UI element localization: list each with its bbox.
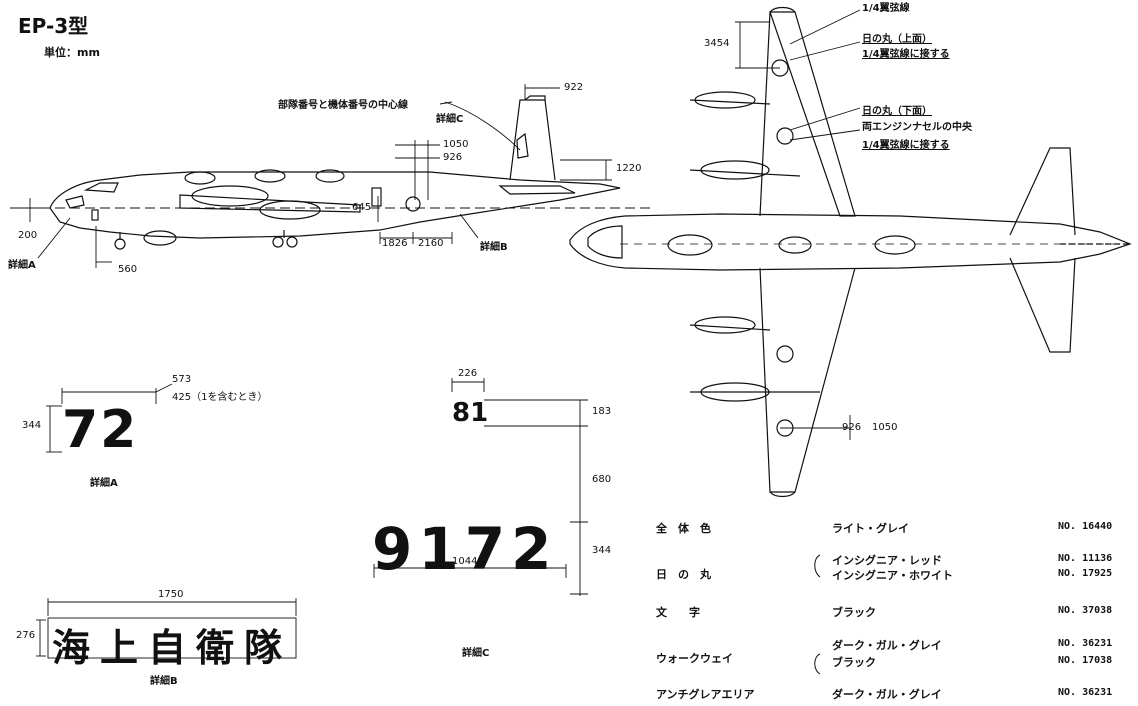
- dim-200: 200: [18, 230, 38, 241]
- detail-c-big-number: 9172: [372, 515, 558, 583]
- color-item-2: 日 の 丸: [656, 568, 711, 581]
- detail-a-height: 344: [22, 420, 42, 431]
- upper-roundel-label: 日の丸（上面）: [862, 34, 932, 45]
- page-title: EP-3型: [18, 14, 89, 38]
- dim-1050: 1050: [443, 139, 469, 150]
- color-number-1: NO. 16440: [1058, 521, 1113, 532]
- detail-c-dim-183: 183: [592, 406, 612, 417]
- color-value-2b: インシグニア・ホワイト: [832, 569, 953, 582]
- color-value-4b: ブラック: [832, 656, 876, 669]
- color-value-1: ライト・グレイ: [832, 522, 909, 535]
- detail-a-width-alt: 425（1を含むとき）: [172, 392, 268, 403]
- color-number-2a: NO. 11136: [1058, 553, 1113, 564]
- center-line-label: 部隊番号と機体番号の中心線: [278, 100, 408, 111]
- detail-b-width: 1750: [158, 589, 184, 600]
- dim-645: 645: [352, 202, 372, 213]
- unit-label: 単位：mm: [44, 46, 100, 59]
- detail-c-caption: 詳細C: [462, 648, 490, 659]
- detail-b-height: 276: [16, 630, 36, 641]
- color-value-4a: ダーク・ガル・グレイ: [832, 639, 942, 652]
- color-number-3: NO. 37038: [1058, 605, 1113, 616]
- color-value-5: ダーク・ガル・グレイ: [832, 688, 942, 701]
- dim-926-top: 926: [842, 422, 862, 433]
- detail-c-dim-680: 680: [592, 474, 612, 485]
- detail-b-dims: [36, 598, 297, 659]
- dim-926: 926: [443, 152, 463, 163]
- dim-1826: 1826: [382, 238, 408, 249]
- detail-a-pointer-label: 詳細A: [8, 260, 36, 271]
- side-view-aircraft: [49, 95, 621, 250]
- lower-roundel-label: 日の丸（下面）: [862, 106, 932, 117]
- detail-b-pointer-label: 詳細B: [480, 242, 508, 253]
- detail-c-dim-226: 226: [458, 368, 478, 379]
- color-item-1: 全 体 色: [656, 522, 711, 535]
- upper-roundel-note: 1/4翼弦線に接する: [862, 49, 950, 60]
- dim-922: 922: [564, 82, 584, 93]
- detail-b-caption: 詳細B: [150, 676, 178, 687]
- lower-roundel-note2: 1/4翼弦線に接する: [862, 140, 950, 151]
- detail-a-caption: 詳細A: [90, 478, 118, 489]
- detail-a-number: 72: [62, 400, 139, 460]
- lower-roundel-note1: 両エンジンナセルの中央: [862, 122, 972, 133]
- color-number-5: NO. 36231: [1058, 687, 1113, 698]
- color-number-2b: NO. 17925: [1058, 568, 1113, 579]
- dim-560: 560: [118, 264, 138, 275]
- color-value-3: ブラック: [832, 606, 876, 619]
- detail-b-text: 海上自衛隊: [52, 625, 293, 670]
- color-value-2a: インシグニア・レッド: [832, 554, 942, 567]
- color-number-4a: NO. 36231: [1058, 638, 1113, 649]
- dim-3454: 3454: [704, 38, 730, 49]
- detail-a-width: 573: [172, 374, 192, 385]
- dim-1050-top: 1050: [872, 422, 898, 433]
- top-view-aircraft: [569, 6, 1132, 498]
- detail-c-dim-1044: 1044: [452, 556, 478, 567]
- dim-2160: 2160: [418, 238, 444, 249]
- detail-c-top-number: 81: [452, 398, 489, 428]
- color-item-3: 文 字: [656, 606, 700, 619]
- detail-c-dim-344: 344: [592, 545, 612, 556]
- quarter-chord-label: 1/4翼弦線: [862, 3, 910, 14]
- detail-a-dims: [46, 383, 173, 453]
- detail-c-pointer-label: 詳細C: [436, 114, 464, 125]
- dim-1220: 1220: [616, 163, 642, 174]
- color-item-5: アンチグレアエリア: [656, 688, 755, 701]
- color-item-4: ウォークウェイ: [656, 652, 733, 665]
- detail-c-dims: [373, 378, 588, 596]
- color-number-4b: NO. 17038: [1058, 655, 1113, 666]
